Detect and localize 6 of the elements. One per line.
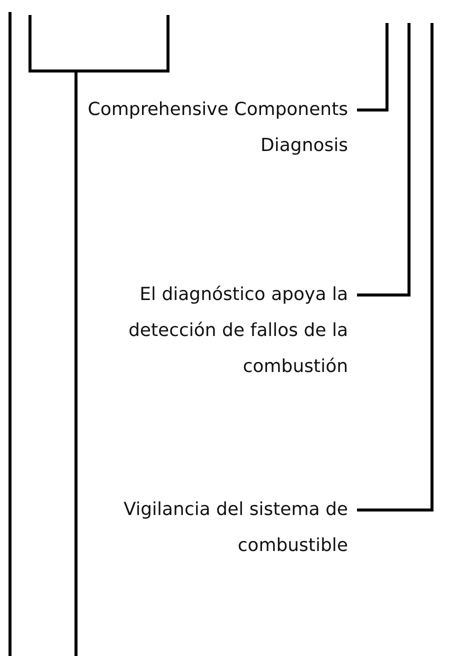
leader-line <box>357 23 434 512</box>
item-label: Comprehensive Components Diagnosis <box>86 98 348 158</box>
leader-line <box>357 23 388 112</box>
item-label: El diagnóstico apoya la detección de fallos de la combustión <box>127 283 348 379</box>
item-label: Vigilancia del sistema de combustible <box>122 498 348 558</box>
leader-line <box>357 23 410 296</box>
